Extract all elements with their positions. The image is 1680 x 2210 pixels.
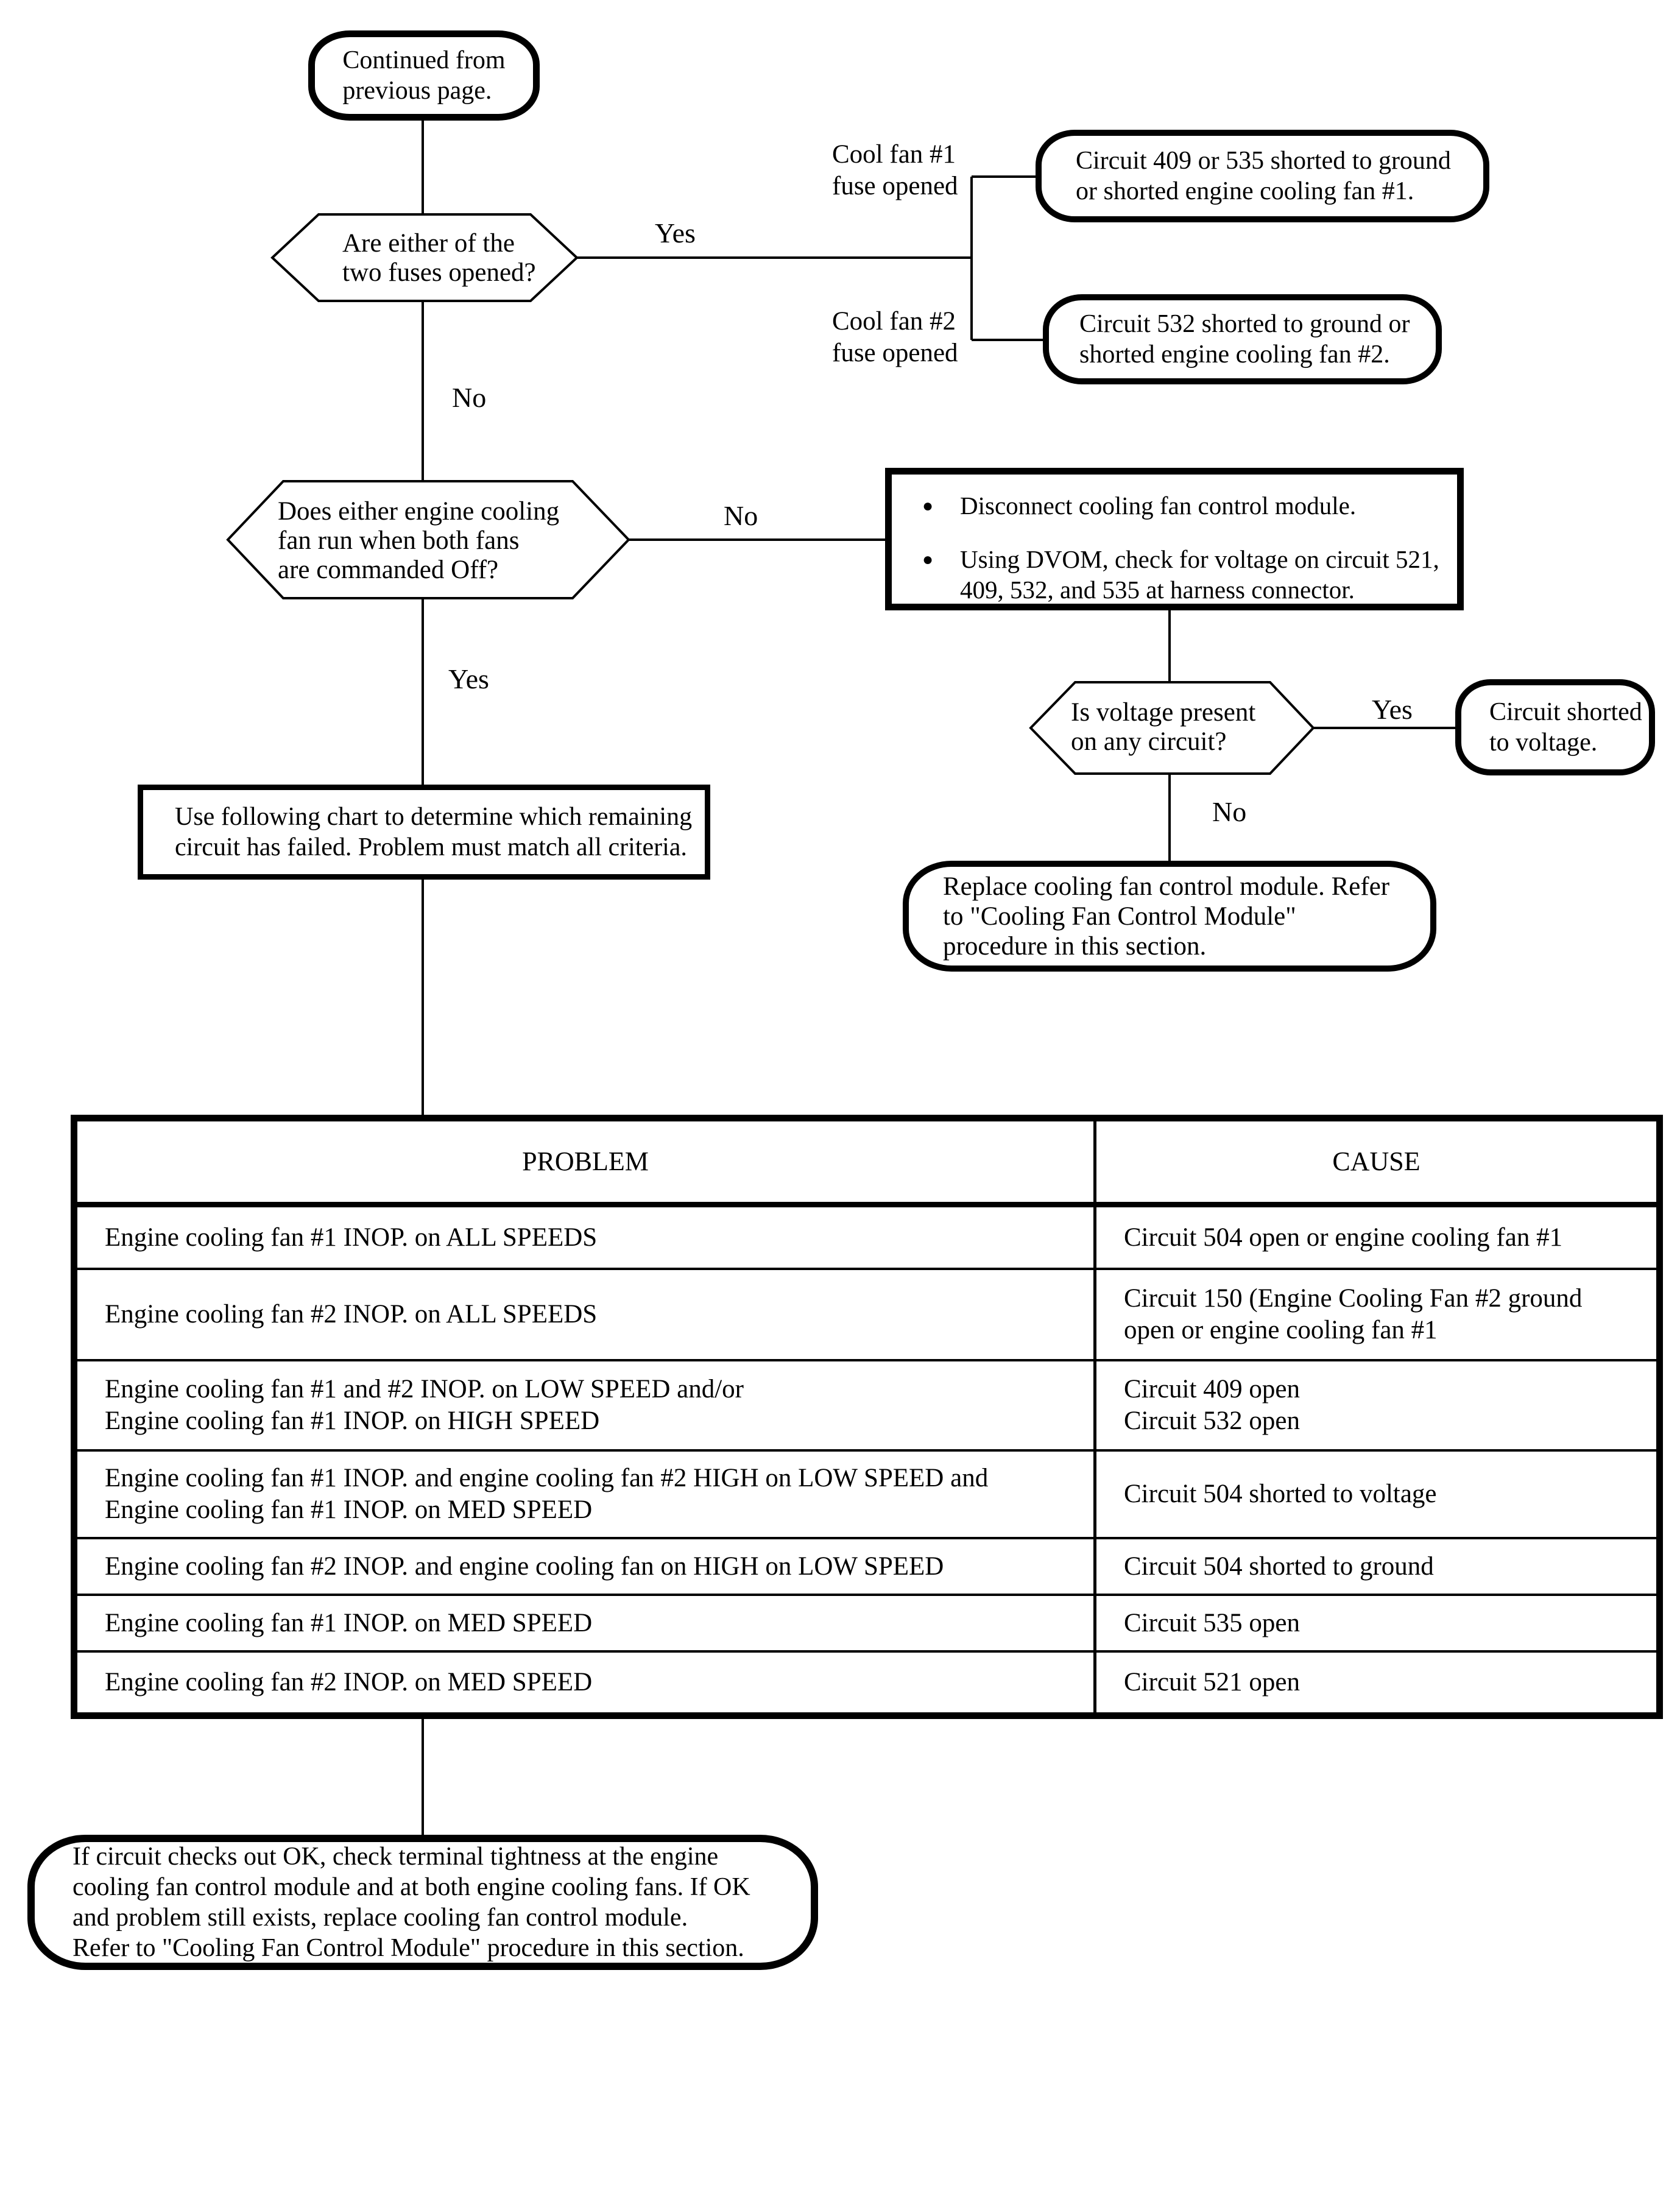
action-bullet-2-text: Using DVOM, check for voltage on circuit… [960, 545, 1439, 604]
cause-cell: Circuit 504 shorted to ground [1096, 1539, 1656, 1596]
start-node-text: Continued from previous page. [342, 46, 506, 105]
cause-cell: Circuit 504 shorted to voltage [1096, 1452, 1656, 1539]
problem-cell: Engine cooling fan #2 INOP. on MED SPEED [77, 1653, 1096, 1712]
action-bullet-1: ● Disconnect cooling fan control module. [922, 490, 1488, 522]
problem-cell: Engine cooling fan #2 INOP. and engine c… [77, 1539, 1096, 1596]
label-q3-no: No [1212, 796, 1247, 827]
result-fan1-node: Circuit 409 or 535 shorted to ground or … [1036, 130, 1489, 222]
result-voltage-text: Circuit shorted to voltage. [1489, 698, 1642, 757]
decision-hexagon-fans-run [226, 480, 630, 599]
decision-voltage-text: Is voltage present on any circuit? [1071, 698, 1256, 756]
result-voltage-node: Circuit shorted to voltage. [1455, 679, 1655, 775]
label-q1-yes: Yes [655, 217, 696, 249]
label-q1-no: No [452, 382, 487, 413]
result-replace-node: Replace cooling fan control module. Refe… [903, 861, 1436, 972]
problem-cell: Engine cooling fan #1 INOP. on MED SPEED [77, 1596, 1096, 1653]
cause-cell: Circuit 150 (Engine Cooling Fan #2 groun… [1096, 1270, 1656, 1361]
footer-text: If circuit checks out OK, check terminal… [72, 1843, 750, 1962]
cause-header: CAUSE [1096, 1121, 1656, 1207]
decision-hexagon-voltage [1029, 681, 1315, 775]
footer-node: If circuit checks out OK, check terminal… [27, 1835, 818, 1970]
cause-cell: Circuit 504 open or engine cooling fan #… [1096, 1207, 1656, 1270]
chart-note-text: Use following chart to determine which r… [175, 803, 693, 861]
label-q2-no: No [724, 500, 758, 531]
start-node: Continued from previous page. [308, 30, 540, 121]
label-q3-yes: Yes [1372, 694, 1413, 725]
decision-fuses-text: Are either of the two fuses opened? [342, 229, 536, 287]
label-q2-yes: Yes [448, 663, 489, 694]
result-fan2-text: Circuit 532 shorted to ground or shorted… [1079, 310, 1410, 369]
problem-header: PROBLEM [77, 1121, 1096, 1207]
result-replace-text: Replace cooling fan control module. Refe… [943, 872, 1390, 961]
problem-cell: Engine cooling fan #2 INOP. on ALL SPEED… [77, 1270, 1096, 1361]
cause-cell: Circuit 521 open [1124, 1668, 1301, 1696]
decision-fans-run-text: Does either engine cooling fan run when … [278, 497, 560, 584]
action-check-voltage-node: ● Disconnect cooling fan control module.… [885, 468, 1464, 610]
problem-cell: Engine cooling fan #1 INOP. and engine c… [77, 1452, 1096, 1539]
problem-cell: Engine cooling fan #1 INOP. on ALL SPEED… [77, 1207, 1096, 1270]
cause-cell: Circuit 535 open [1096, 1596, 1656, 1653]
problem-cause-table: PROBLEM CAUSE Engine cooling fan #1 INOP… [71, 1115, 1663, 1719]
chart-note-node: Use following chart to determine which r… [138, 785, 710, 880]
label-branch-fan2: Cool fan #2 fuse opened [832, 307, 958, 367]
bullet-icon: ● [922, 549, 934, 570]
result-fan2-node: Circuit 532 shorted to ground or shorted… [1043, 294, 1442, 384]
label-branch-fan1: Cool fan #1 fuse opened [832, 140, 958, 200]
action-bullet-2: ● Using DVOM, check for voltage on circu… [922, 544, 1488, 605]
cause-cell: Circuit 409 open Circuit 532 open [1096, 1361, 1656, 1452]
result-fan1-text: Circuit 409 or 535 shorted to ground or … [1076, 147, 1451, 205]
action-bullet-1-text: Disconnect cooling fan control module. [960, 492, 1357, 520]
decision-hexagon-fuses [270, 213, 579, 302]
bullet-icon: ● [922, 496, 934, 516]
problem-cell: Engine cooling fan #1 and #2 INOP. on LO… [77, 1361, 1096, 1452]
